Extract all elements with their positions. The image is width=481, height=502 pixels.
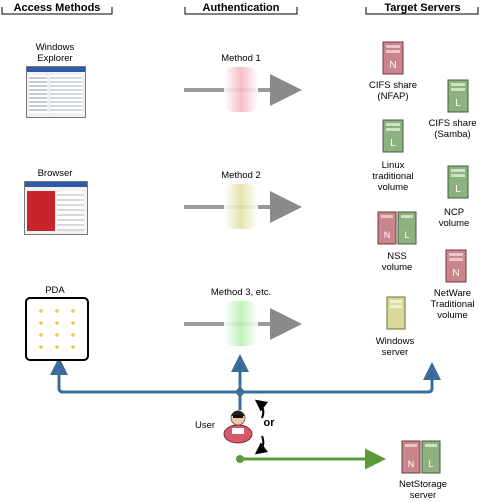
method-2-label: Method 2 [221, 170, 261, 181]
or-label: or [263, 417, 275, 429]
cifs-nfap-server-icon: N [382, 41, 404, 75]
header-authentication: Authentication [202, 2, 280, 14]
or-arrow-up [254, 399, 268, 419]
pda-device [25, 297, 89, 361]
method-2-cylinder [224, 184, 258, 229]
svg-text:L: L [390, 138, 396, 149]
pda-label: PDA [45, 285, 65, 296]
svg-text:N: N [408, 459, 415, 469]
netware-volume-server-icon: N [445, 249, 467, 283]
method-1-cylinder [224, 67, 258, 112]
netstorage-flow-dot [236, 455, 244, 463]
linux-volume-label: Linux traditional volume [372, 160, 414, 193]
method-1-label: Method 1 [221, 53, 261, 64]
windows-server-icon [386, 296, 406, 330]
browser-label: Browser [37, 168, 73, 179]
header-target-servers: Target Servers [384, 2, 461, 14]
browser-screenshot [24, 181, 88, 235]
cifs-samba-server-icon: L [447, 79, 469, 113]
header-access-methods: Access Methods [13, 2, 101, 14]
nss-volume-server-icon: N L [377, 211, 417, 245]
svg-text:L: L [428, 459, 433, 469]
ncp-volume-label: NCP volume [438, 207, 470, 229]
method-3-cylinder [224, 301, 258, 346]
svg-text:N: N [452, 268, 459, 279]
cifs-nfap-label: CIFS share (NFAP) [368, 80, 418, 102]
windows-server-label: Windows server [375, 336, 415, 358]
nss-volume-label: NSS volume [381, 251, 413, 273]
linux-volume-server-icon: L [382, 119, 404, 153]
svg-text:L: L [404, 230, 409, 240]
method-3-label: Method 3, etc. [210, 287, 272, 298]
user-flow-bracket [50, 354, 441, 410]
svg-text:L: L [455, 98, 461, 109]
ncp-volume-server-icon: L [447, 165, 469, 199]
or-arrow-down [254, 435, 268, 455]
svg-text:N: N [384, 230, 391, 240]
windows-explorer-label: Windows Explorer [35, 42, 75, 64]
header-brackets [1, 7, 479, 15]
user-label: User [194, 420, 216, 431]
netstorage-label: NetStorage server [398, 479, 448, 501]
user-icon [223, 410, 253, 444]
cifs-samba-label: CIFS share (Samba) [428, 118, 477, 140]
netstorage-server-icon: N L [401, 440, 441, 474]
svg-text:L: L [455, 184, 461, 195]
svg-text:N: N [389, 60, 396, 71]
netware-volume-label: NetWare Traditional volume [430, 288, 475, 321]
windows-explorer-screenshot [26, 66, 86, 118]
flow-junction-dot [236, 388, 244, 396]
